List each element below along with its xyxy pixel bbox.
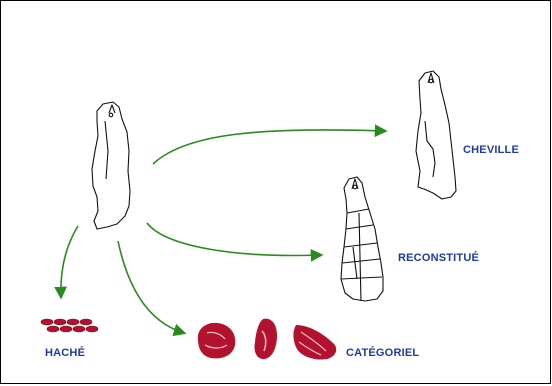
carcass-icon xyxy=(416,71,456,199)
minced-patties-icon xyxy=(41,319,98,332)
flow-arrows xyxy=(61,130,385,333)
label-hache: HACHÉ xyxy=(45,347,85,359)
arrow-to-categoriel xyxy=(118,241,184,333)
meat-cuts-icon xyxy=(198,319,336,360)
carcass-cut-icon xyxy=(341,177,383,301)
label-reconstitue: RECONSTITUÉ xyxy=(398,252,479,264)
label-categoriel: CATÉGORIEL xyxy=(346,347,419,359)
carcass-icon xyxy=(92,102,130,229)
arrow-to-hache xyxy=(61,226,78,297)
arrow-to-reconstitue xyxy=(147,223,321,255)
label-cheville: CHEVILLE xyxy=(463,144,519,156)
arrow-to-cheville xyxy=(153,130,385,164)
